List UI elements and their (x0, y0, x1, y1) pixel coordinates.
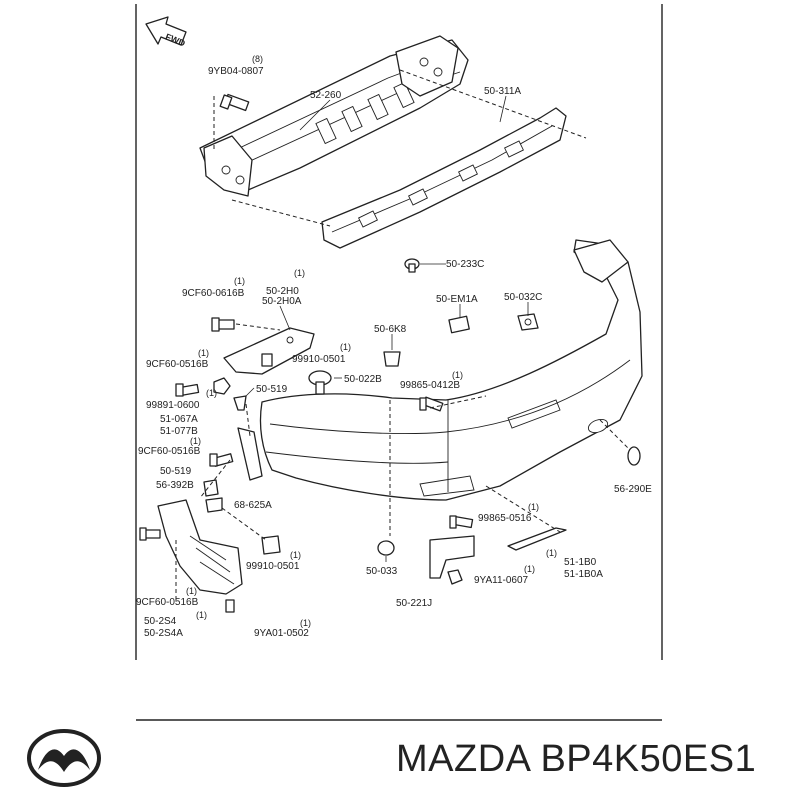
clip-icon (404, 258, 420, 273)
bolt-icon (219, 93, 250, 112)
callout-code: 51-1B0A (564, 569, 603, 580)
callout-code: 50-EM1A (436, 294, 478, 305)
reflector (507, 527, 567, 551)
dashed-guide (221, 507, 267, 541)
callout-qty: (8) (252, 54, 263, 64)
clip-icon (261, 535, 281, 555)
side-bracket (223, 327, 315, 375)
callout-qty: (1) (234, 276, 245, 286)
callout-code: 50-519 (160, 466, 192, 477)
callout-code: 68-625A (234, 500, 272, 511)
fender-liner (157, 499, 243, 595)
callout-code: 56-392B (156, 480, 194, 491)
callout-code: 56-290E (614, 484, 652, 495)
tow-hook-cap (627, 446, 641, 466)
dashed-guide (235, 323, 281, 331)
clip-icon (233, 395, 247, 411)
mazda-logo (27, 729, 101, 787)
callout-code: 52-260 (310, 90, 342, 101)
callout-code: 50-311A (484, 86, 521, 97)
lower-support-bracket (429, 535, 475, 579)
callout-qty: (1) (206, 388, 217, 398)
callout-code: 99865-0412B (400, 380, 460, 391)
callout-code: 50-032C (504, 292, 542, 303)
rear-bumper-cover (259, 239, 643, 501)
leader-line (499, 95, 507, 123)
callout-qty: (1) (294, 268, 305, 278)
callout-code: 9CF60-0516B (146, 359, 209, 370)
lower-bracket (237, 427, 263, 481)
nut-icon (213, 377, 231, 395)
callout-code: 99865-0516 (478, 513, 532, 524)
callout-qty: (1) (190, 436, 201, 446)
callout-code: 50-022B (344, 374, 382, 385)
part-number-title: MAZDA BP4K50ES1 (396, 738, 757, 780)
callout-qty: (1) (186, 586, 197, 596)
dashed-guide (429, 395, 487, 409)
dashed-guide (231, 199, 331, 227)
callout-qty: (1) (452, 370, 463, 380)
dashed-guide (399, 69, 587, 139)
callout-code: 51-077B (160, 426, 198, 437)
callout-code: 9YB04-0807 (208, 66, 264, 77)
callout-code: 9CF60-0516B (138, 446, 201, 457)
clip-icon (261, 353, 273, 367)
screw-icon (449, 515, 474, 529)
callout-code: 50-2H0A (262, 296, 302, 307)
callout-qty: (1) (528, 502, 539, 512)
bolt-icon (175, 383, 200, 397)
clip-icon (383, 351, 401, 367)
bolt-icon (211, 317, 235, 332)
callout-code: 51-1B0 (564, 557, 597, 568)
callout-code: 51-067A (160, 414, 198, 425)
callout-labels: (8) 9YB04-0807 52-260 50-311A 50-233C (1… (136, 54, 652, 639)
callout-code: 9YA11-0607 (474, 575, 529, 586)
callout-code: 50-2H0 (266, 286, 299, 297)
bolt-icon (209, 453, 234, 467)
callout-qty: (1) (290, 550, 301, 560)
bolt-icon (139, 527, 161, 541)
callout-qty: (1) (300, 618, 311, 628)
leader-line (245, 387, 255, 397)
callout-code: 50-221J (396, 598, 432, 609)
clip-icon (517, 313, 539, 331)
retainer-icon (308, 370, 332, 395)
callout-code: 9YA01-0502 (254, 628, 309, 639)
clip-icon (225, 599, 235, 613)
bumper-reinforcement (199, 35, 469, 197)
callout-qty: (1) (524, 564, 535, 574)
callout-code: 50-033 (366, 566, 398, 577)
callout-code: 50-6K8 (374, 324, 407, 335)
callout-code: 99910-0501 (246, 561, 300, 572)
callout-code: 9CF60-0616B (182, 288, 245, 299)
callout-qty: (1) (196, 610, 207, 620)
callout-qty: (1) (340, 342, 351, 352)
energy-absorber (321, 107, 567, 249)
dashed-guide (245, 403, 251, 437)
nut-icon (447, 569, 463, 585)
callout-qty: (1) (546, 548, 557, 558)
dashed-guide (485, 485, 561, 533)
dashed-guide (199, 459, 231, 499)
leader-line (279, 305, 291, 331)
callout-code: 99910-0501 (292, 354, 346, 365)
callout-code: 50-233C (446, 259, 484, 270)
callout-code: 99891-0600 (146, 400, 200, 411)
fwd-arrow-icon: FWD (145, 16, 187, 49)
callout-code: 50-2S4 (144, 616, 177, 627)
callout-qty: (1) (198, 348, 209, 358)
tape-pad-icon (448, 315, 470, 334)
grommet-icon (377, 540, 395, 556)
clip-icon (205, 497, 223, 513)
leader-line (299, 99, 331, 131)
callout-code: 9CF60-0516B (136, 597, 199, 608)
callout-code: 50-2S4A (144, 628, 183, 639)
clip-icon (203, 479, 219, 497)
callout-code: 50-519 (256, 384, 288, 395)
